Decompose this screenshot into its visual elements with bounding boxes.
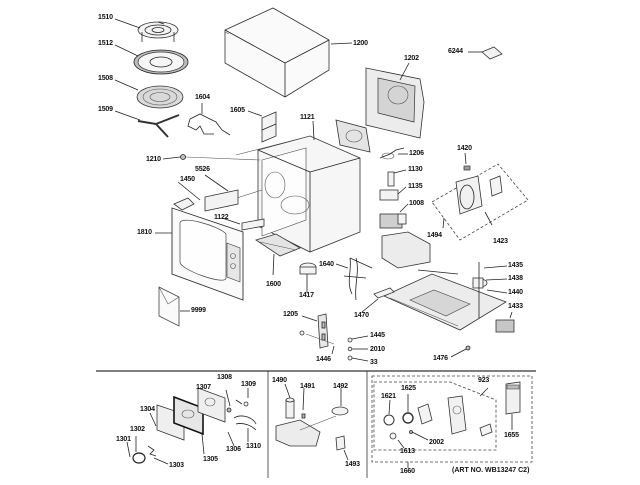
part-1604 <box>187 113 231 136</box>
label-1446: 1446 <box>316 356 331 363</box>
label-1310: 1310 <box>246 443 261 450</box>
label-1135: 1135 <box>408 183 423 190</box>
label-1423: 1423 <box>493 238 508 245</box>
control-parts-section <box>371 375 533 463</box>
label-33: 33 <box>370 359 378 366</box>
label-1433: 1433 <box>508 303 523 310</box>
back-panel-1202 <box>365 67 425 139</box>
label-1450: 1450 <box>180 176 195 183</box>
label-9999: 9999 <box>191 307 206 314</box>
transformer-1433 <box>495 319 515 333</box>
label-1417: 1417 <box>299 292 314 299</box>
label-1435: 1435 <box>508 262 523 269</box>
label-1491: 1491 <box>300 383 315 390</box>
label-1445: 1445 <box>370 332 385 339</box>
part-1605 <box>261 111 277 143</box>
door-parts-section <box>132 387 257 464</box>
label-6244: 6244 <box>448 48 463 55</box>
label-1440: 1440 <box>508 289 523 296</box>
label-1510: 1510 <box>98 14 113 21</box>
part-1130 <box>387 171 395 187</box>
label-1202: 1202 <box>404 55 419 62</box>
glass-tray-1508 <box>136 85 184 109</box>
part-1135 <box>379 189 399 201</box>
label-1605: 1605 <box>230 107 245 114</box>
label-1493: 1493 <box>345 461 360 468</box>
label-1309: 1309 <box>241 381 256 388</box>
magnetron-bracket <box>381 231 431 269</box>
roller-guide-1509 <box>137 114 180 138</box>
part-1438 <box>472 262 488 318</box>
label-1625: 1625 <box>401 385 416 392</box>
label-1307: 1307 <box>196 384 211 391</box>
label-1306: 1306 <box>226 446 241 453</box>
label-1640: 1640 <box>319 261 334 268</box>
label-923: 923 <box>478 377 490 384</box>
label-1308: 1308 <box>217 374 232 381</box>
part-1417 <box>299 262 317 275</box>
label-1121: 1121 <box>300 114 315 121</box>
manual-9999 <box>158 286 180 327</box>
label-1303: 1303 <box>169 462 184 469</box>
part-1122 <box>241 218 265 231</box>
label-1494: 1494 <box>427 232 442 239</box>
part-5526 <box>204 189 239 212</box>
label-1210: 1210 <box>146 156 161 163</box>
switch-bracket-1205 <box>317 313 329 349</box>
label-1122: 1122 <box>214 214 229 221</box>
part-1420 <box>463 165 471 171</box>
label-1613: 1613 <box>400 448 415 455</box>
fan-assembly-1423 <box>431 163 529 241</box>
label-1438: 1438 <box>508 275 523 282</box>
vent-cover <box>335 119 371 153</box>
label-1490: 1490 <box>272 377 287 384</box>
label-1008: 1008 <box>409 200 424 207</box>
part-1470 <box>373 287 395 299</box>
part-1210 <box>180 154 261 161</box>
label-1305: 1305 <box>203 456 218 463</box>
label-1420: 1420 <box>457 145 472 152</box>
label-1492: 1492 <box>333 383 348 390</box>
label-1304: 1304 <box>140 406 155 413</box>
label-1604: 1604 <box>195 94 210 101</box>
label-1301: 1301 <box>116 436 131 443</box>
label-1470: 1470 <box>354 312 369 319</box>
label-1600: 1600 <box>266 281 281 288</box>
transformer-1008 <box>379 213 407 229</box>
label-1660: 1660 <box>400 468 415 475</box>
label-1810: 1810 <box>137 229 152 236</box>
outer-case-1200 <box>224 7 330 98</box>
label-1130: 1130 <box>408 166 423 173</box>
turntable-coupler-1510 <box>137 21 179 42</box>
label-1509: 1509 <box>98 106 113 113</box>
base-plate <box>383 273 507 331</box>
label-1621: 1621 <box>381 393 396 400</box>
fan-parts-section <box>275 397 349 451</box>
label-5526: 5526 <box>195 166 210 173</box>
part-6244 <box>481 46 503 60</box>
label-1476: 1476 <box>433 355 448 362</box>
art-number: (ART NO. WB13247 C2) <box>452 467 530 474</box>
label-1302: 1302 <box>130 426 145 433</box>
label-1200: 1200 <box>353 40 368 47</box>
label-2010: 2010 <box>370 346 385 353</box>
part-1600 <box>255 233 301 257</box>
label-1508: 1508 <box>98 75 113 82</box>
door-1810 <box>171 197 244 301</box>
label-2002: 2002 <box>429 439 444 446</box>
label-1655: 1655 <box>504 432 519 439</box>
wire-harness-1640 <box>343 257 373 301</box>
roller-ring-1512 <box>133 49 189 75</box>
part-1206 <box>379 147 405 160</box>
label-1205: 1205 <box>283 311 298 318</box>
label-1206: 1206 <box>409 150 424 157</box>
label-1512: 1512 <box>98 40 113 47</box>
